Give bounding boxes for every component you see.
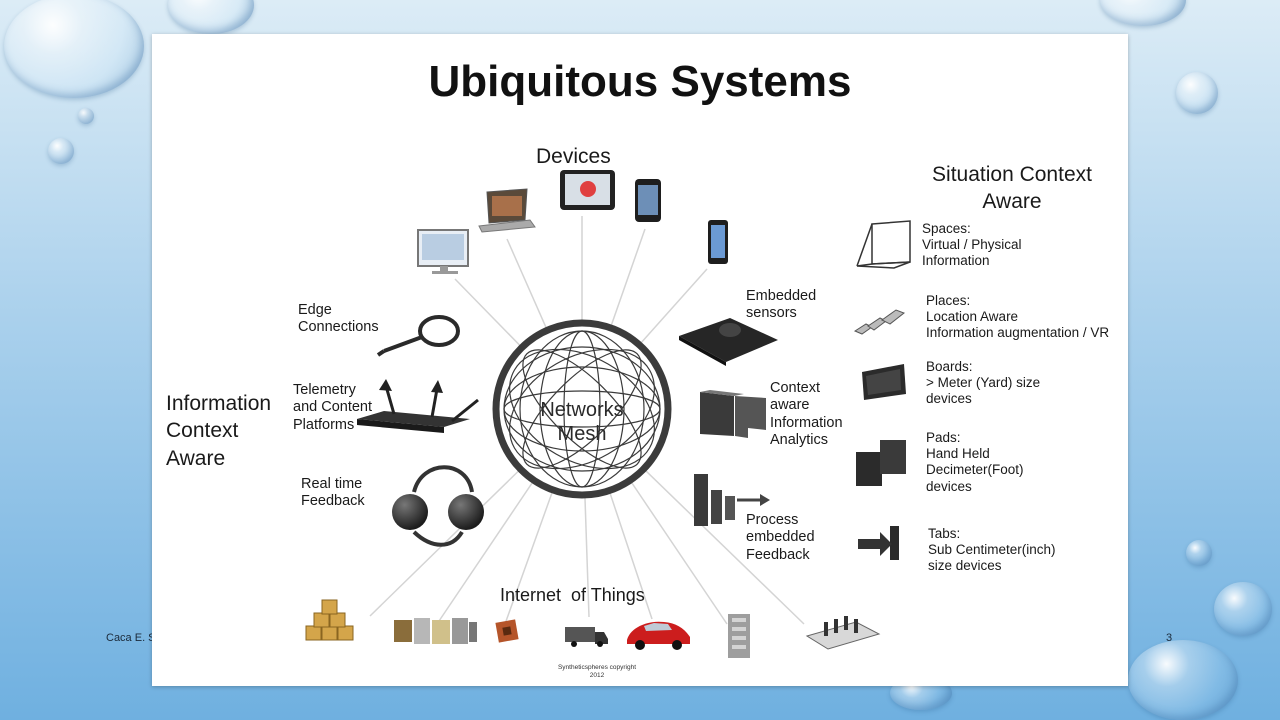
context-analytics-label: Context aware Information Analytics bbox=[770, 380, 843, 449]
chip-icon bbox=[495, 619, 519, 643]
process-arrow-icon bbox=[694, 474, 770, 526]
pad-icon bbox=[856, 440, 906, 486]
feedback-spheres-icon bbox=[392, 465, 484, 547]
information-context-heading: Information Context Aware bbox=[166, 392, 272, 470]
board-icon bbox=[862, 364, 906, 400]
edge-connections-label: Edge Connections bbox=[298, 302, 379, 336]
tablet-icon bbox=[560, 170, 615, 210]
page-number: 3 bbox=[1166, 632, 1173, 644]
water-drop bbox=[168, 0, 254, 34]
water-drop bbox=[1214, 582, 1272, 636]
analytics-blocks-icon bbox=[700, 390, 766, 438]
boxes-icon bbox=[305, 599, 354, 641]
goods-icon bbox=[394, 618, 477, 644]
desktop-monitor-icon bbox=[417, 229, 469, 274]
car-icon bbox=[627, 621, 690, 650]
water-drop bbox=[1176, 72, 1218, 114]
slide-title: Ubiquitous Systems bbox=[428, 57, 852, 106]
situation-context-heading: Situation Context Aware bbox=[932, 163, 1092, 213]
building-icon bbox=[728, 614, 750, 658]
internet-of-things-heading: Internet of Things bbox=[500, 585, 645, 605]
diagram-graphics bbox=[305, 170, 911, 658]
smartphone-icon bbox=[635, 179, 661, 222]
devices-heading: Devices bbox=[536, 145, 611, 168]
tab-icon bbox=[858, 526, 899, 560]
copyright-note: Syntheticspheres copyright 2012 bbox=[557, 664, 637, 679]
factory-icon bbox=[805, 616, 881, 650]
phone-icon bbox=[708, 220, 728, 264]
water-drop bbox=[1128, 640, 1238, 720]
laptop-icon bbox=[478, 188, 536, 233]
telemetry-platforms-label: Telemetry and Content Platforms bbox=[293, 382, 373, 433]
water-drop bbox=[48, 138, 74, 164]
sensor-plate-icon bbox=[679, 318, 778, 366]
water-drop bbox=[4, 0, 144, 98]
diagram-image: Ubiquitous Systems Networks Mesh Devices… bbox=[152, 34, 1128, 686]
boards-label: Boards: > Meter (Yard) size devices bbox=[926, 359, 1041, 407]
water-drop bbox=[1186, 540, 1212, 566]
places-icon bbox=[853, 309, 906, 335]
process-feedback-label: Process embedded Feedback bbox=[746, 512, 815, 563]
realtime-feedback-label: Real time Feedback bbox=[301, 476, 365, 510]
router-icon bbox=[357, 379, 479, 433]
network-mesh-sphere bbox=[492, 319, 672, 499]
loop-cable-icon bbox=[376, 315, 460, 357]
spaces-label: Spaces: Virtual / Physical Information bbox=[922, 221, 1022, 269]
truck-icon bbox=[565, 627, 608, 647]
wireframe-space-icon bbox=[856, 220, 911, 269]
embedded-sensors-label: Embedded sensors bbox=[746, 288, 817, 322]
tabs-label: Tabs: Sub Centimeter(inch) size devices bbox=[928, 526, 1056, 574]
footer-author: Caca E. S bbox=[106, 632, 156, 644]
places-label: Places: Location Aware Information augme… bbox=[926, 293, 1110, 341]
pads-label: Pads: Hand Held Decimeter(Foot) devices bbox=[926, 430, 1024, 494]
water-drop bbox=[1100, 0, 1186, 26]
water-drop bbox=[78, 108, 94, 124]
network-mesh-label: Networks Mesh bbox=[540, 399, 624, 445]
